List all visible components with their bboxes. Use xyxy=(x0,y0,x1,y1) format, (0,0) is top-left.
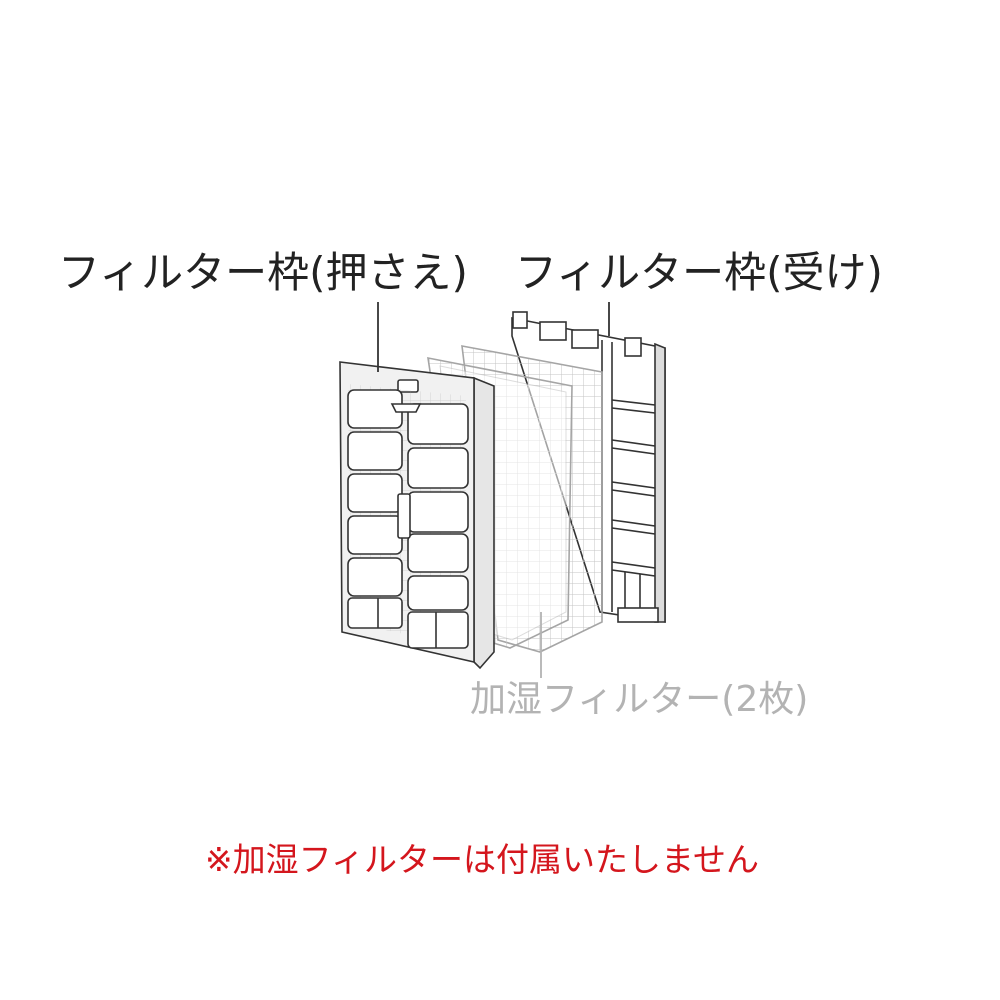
note-filter-not-included: ※加湿フィルターは付属いたしません xyxy=(205,840,760,879)
filter-frame-press xyxy=(339,361,495,670)
label-filter-frame-receive: フィルター枠(受け) xyxy=(515,248,883,297)
label-filter-frame-press: フィルター枠(押さえ) xyxy=(58,248,468,297)
label-humidifying-filter: 加湿フィルター(2枚) xyxy=(470,679,809,720)
